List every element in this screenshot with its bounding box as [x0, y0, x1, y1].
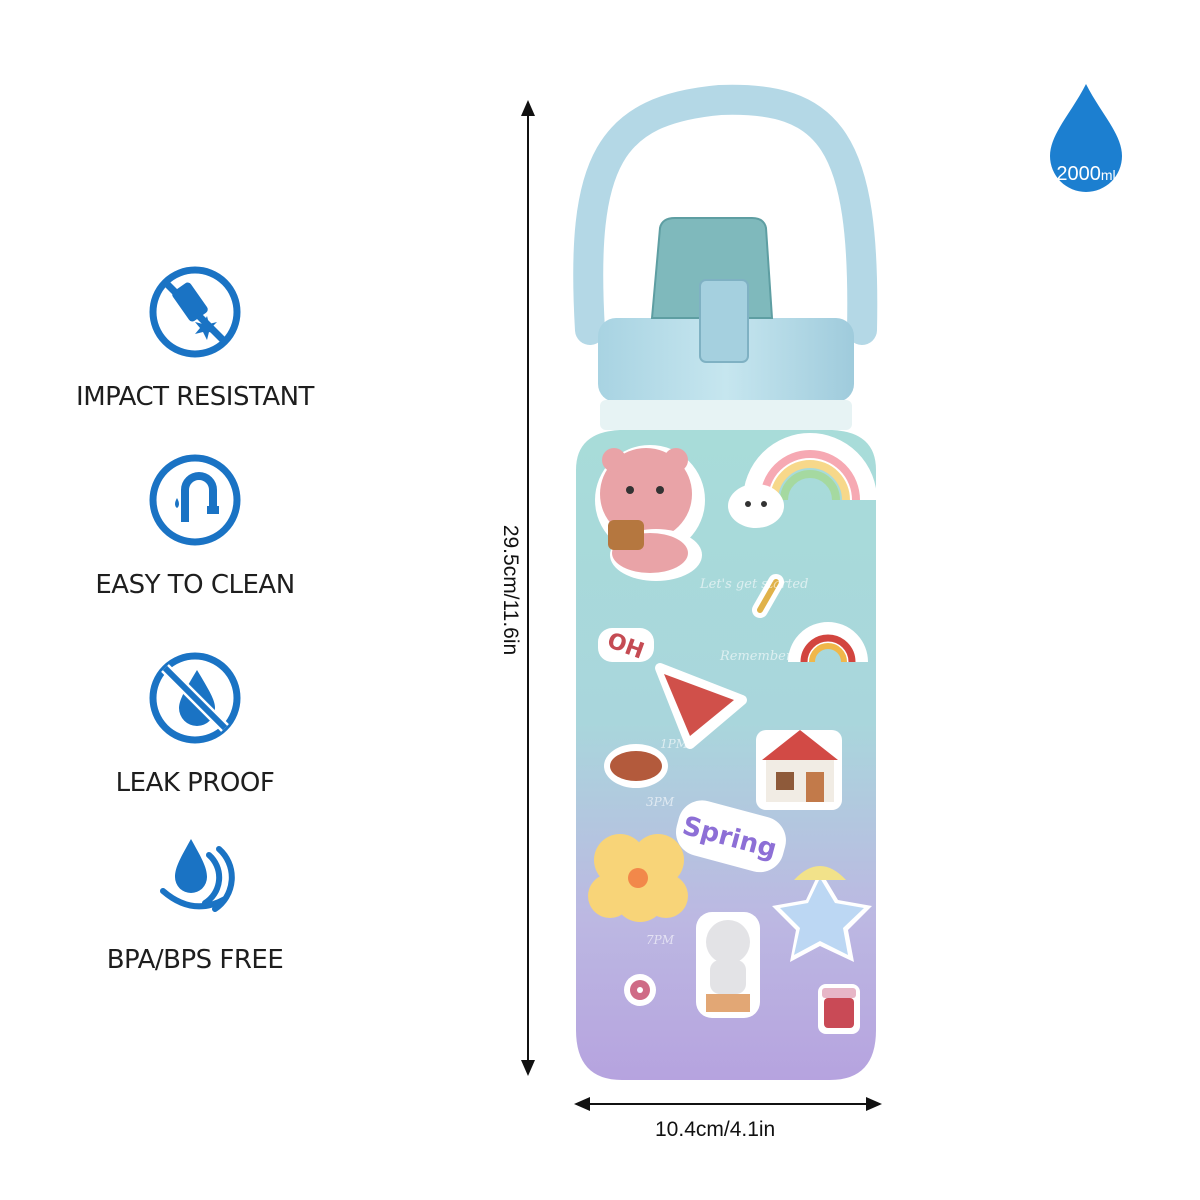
lid-button: [699, 279, 749, 363]
svg-text:1PM: 1PM: [660, 737, 689, 751]
stickers: OH Spring: [588, 433, 877, 1034]
feature-label: BPA/BPS FREE: [106, 945, 284, 975]
feature-impact-resistant: IMPACT RESISTANT: [60, 262, 330, 412]
feature-easy-to-clean: EASY TO CLEAN: [60, 450, 330, 600]
width-dimension-label: 10.4cm/4.1in: [655, 1118, 776, 1141]
svg-text:7PM: 7PM: [646, 933, 675, 947]
capacity-value: 2000: [1056, 163, 1101, 185]
svg-text:Remember: Remember: [719, 649, 793, 664]
svg-text:Let's get started: Let's get started: [699, 577, 808, 592]
feature-label: EASY TO CLEAN: [95, 570, 295, 600]
faucet-icon: [145, 450, 245, 550]
svg-text:3PM: 3PM: [646, 795, 675, 809]
impact-resistant-icon: [145, 262, 245, 362]
capacity-unit: ml: [1100, 167, 1116, 183]
feature-bpa-free: BPA/BPS FREE: [60, 825, 330, 975]
no-leak-drop-icon: [145, 648, 245, 748]
capacity-label: 2000ml: [1048, 163, 1124, 186]
feature-leak-proof: LEAK PROOF: [60, 648, 330, 798]
bottle-handle: [573, 84, 878, 345]
feature-label: LEAK PROOF: [115, 768, 275, 798]
height-dimension-line: [521, 100, 535, 1076]
feature-label: IMPACT RESISTANT: [76, 382, 314, 412]
bottle-ring: [600, 400, 852, 430]
height-dimension-label: 29.5cm/11.6in: [499, 524, 522, 656]
width-dimension-line: [574, 1097, 882, 1111]
water-drop-waves-icon: [145, 825, 245, 925]
capacity-drop-icon: [1050, 84, 1122, 192]
